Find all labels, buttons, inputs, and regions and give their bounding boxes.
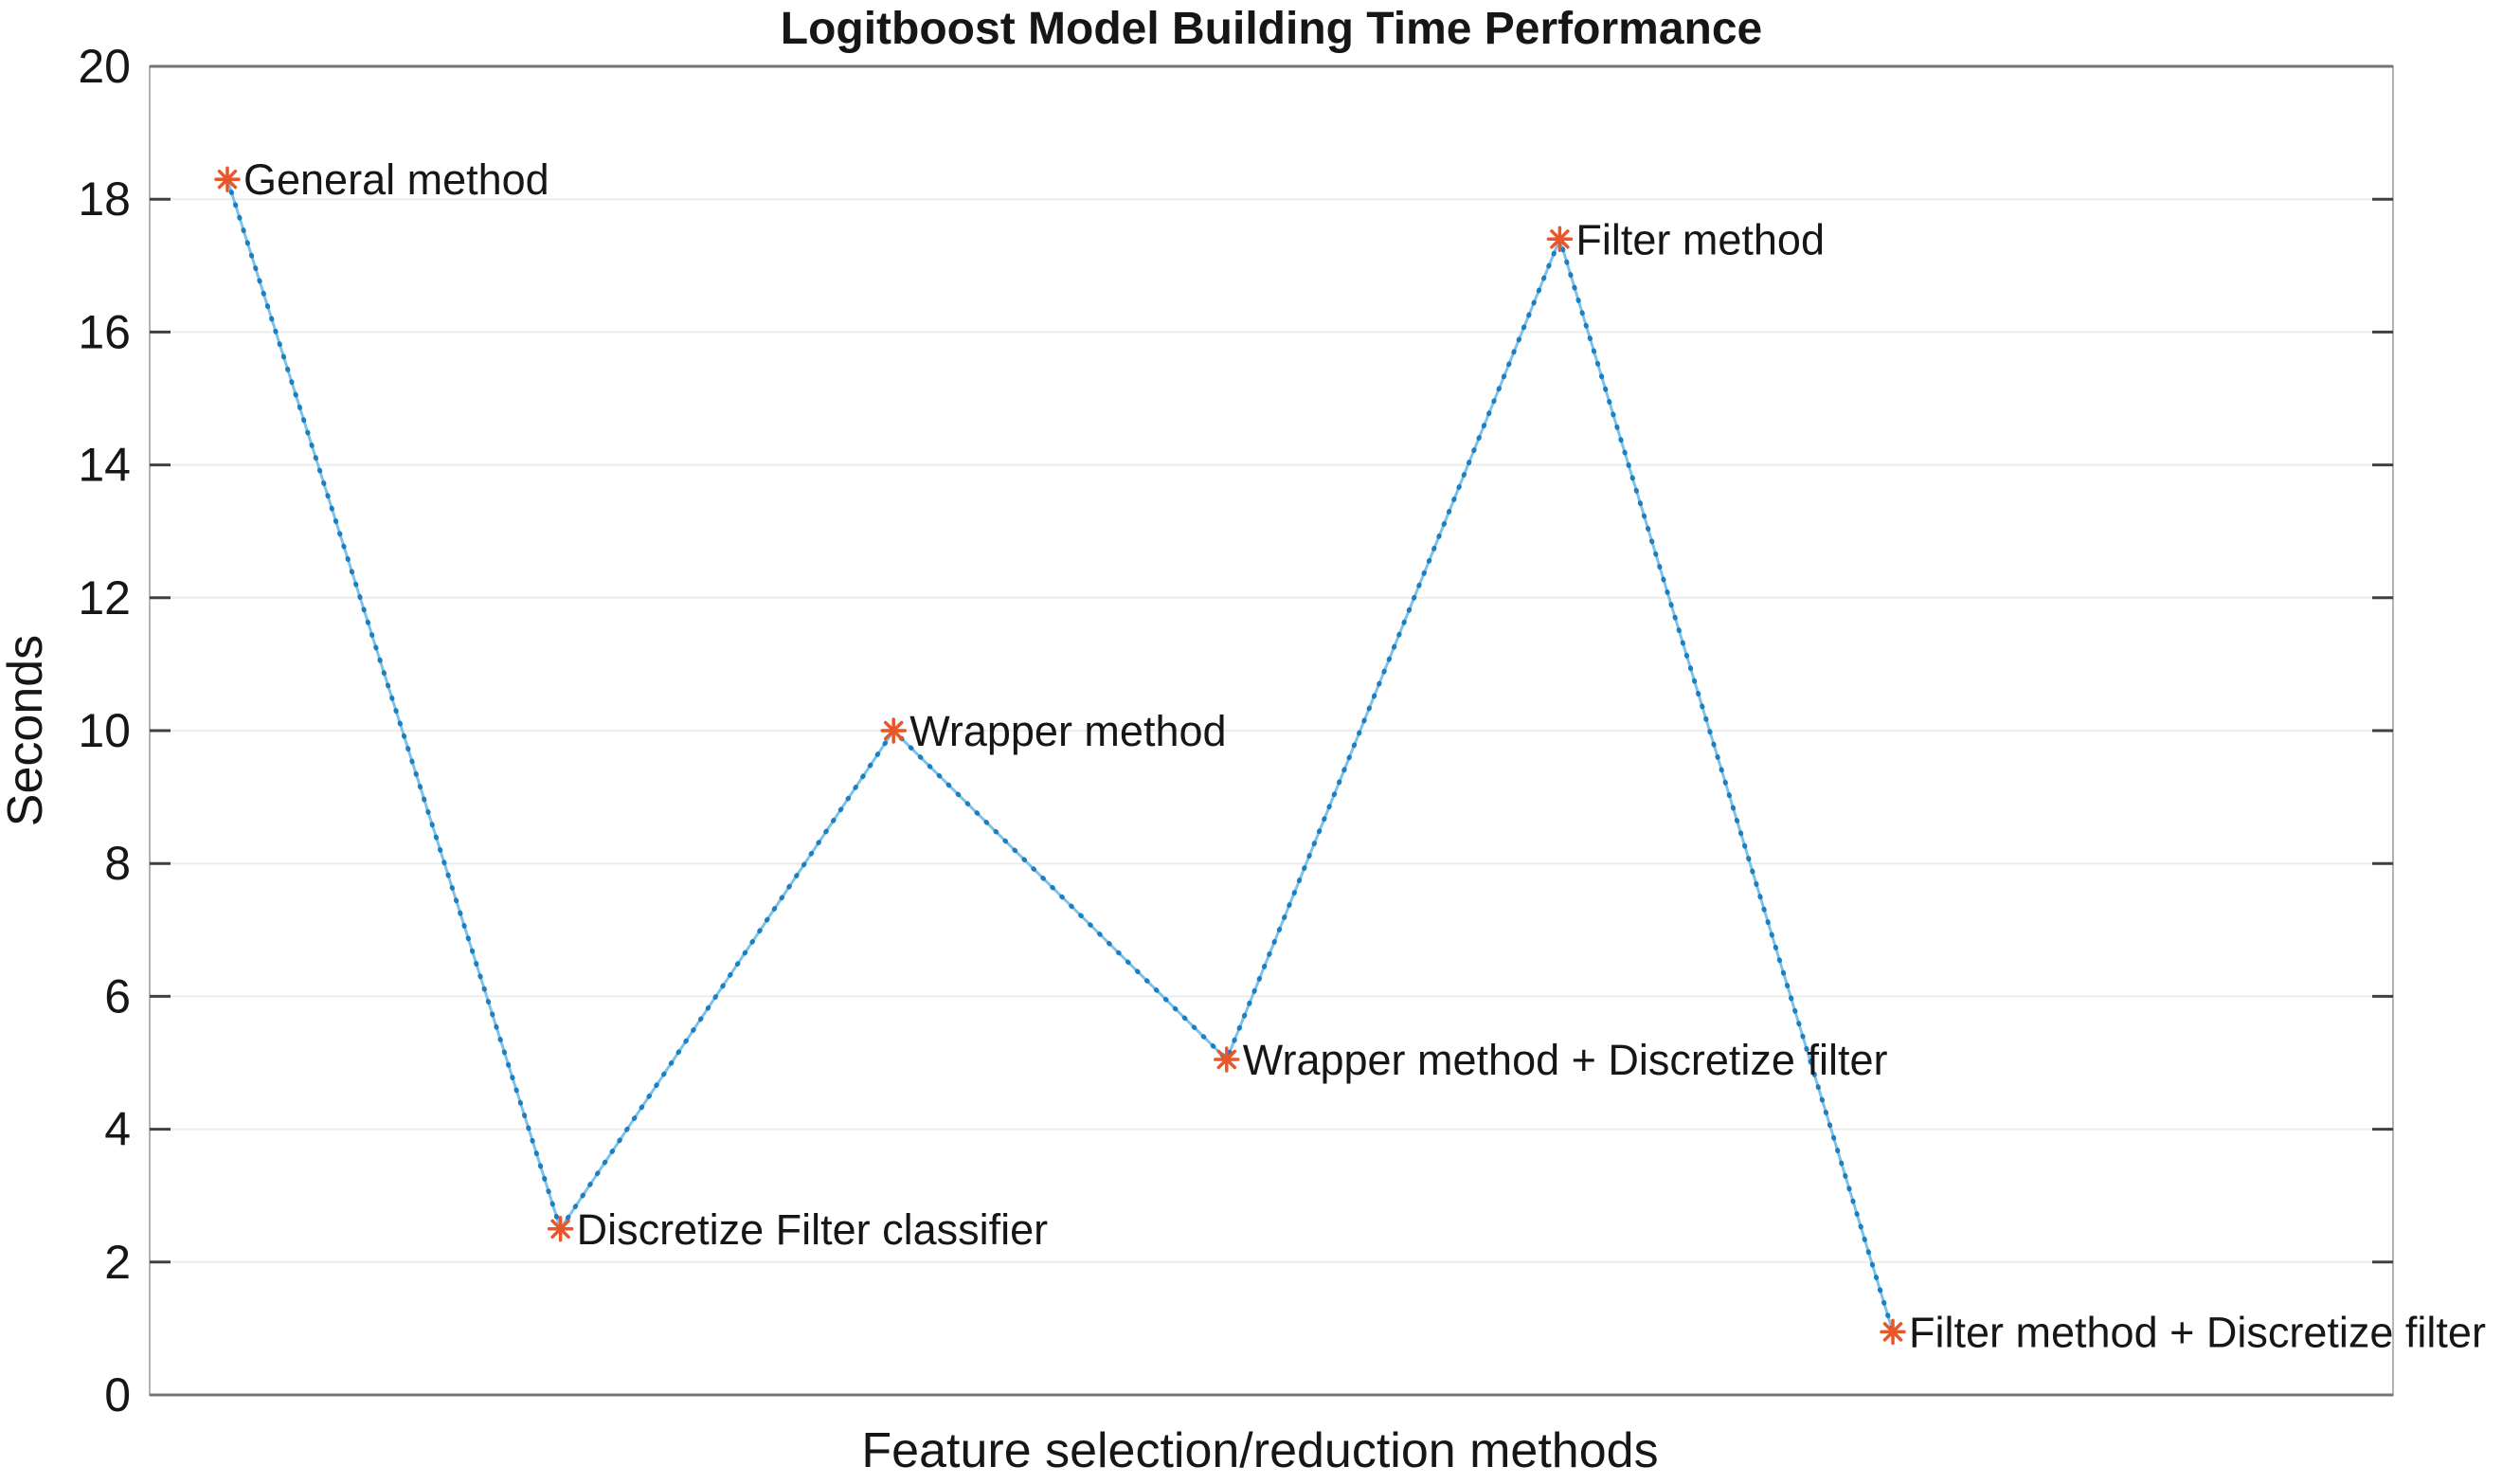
data-point-marker — [1546, 226, 1574, 253]
data-point-marker — [547, 1216, 574, 1242]
asterisk-marker-arm — [550, 1219, 570, 1240]
point-label: Wrapper method — [909, 707, 1226, 755]
y-tick-label-4: 4 — [104, 1103, 131, 1156]
point-label: Filter method + Discretize filter — [1909, 1308, 2486, 1356]
point-label: Filter method — [1575, 215, 1825, 263]
y-tick-label-16: 16 — [78, 305, 131, 358]
y-tick-label-8: 8 — [104, 837, 131, 890]
y-tick-label-12: 12 — [78, 571, 131, 624]
data-point-marker — [1214, 1046, 1240, 1073]
tick-labels-layer: 0 2 4 6 8 10 12 14 16 18 20 — [78, 40, 131, 1421]
asterisk-marker-arm — [1216, 1049, 1237, 1070]
asterisk-marker-arm — [1550, 229, 1570, 249]
y-tick-label-0: 0 — [104, 1368, 131, 1421]
y-tick-label-6: 6 — [104, 969, 131, 1023]
y-tick-label-20: 20 — [78, 40, 131, 93]
asterisk-marker-arm — [1882, 1322, 1903, 1342]
asterisk-marker-arm — [883, 720, 904, 741]
chart-title: Logitboost Model Building Time Performan… — [781, 4, 1763, 54]
ticks-layer — [150, 197, 2393, 1264]
point-label: Discretize Filter classifier — [577, 1205, 1049, 1254]
asterisk-marker-arm — [217, 169, 238, 190]
y-tick-label-18: 18 — [78, 172, 131, 226]
gridlines-layer — [150, 198, 2393, 1263]
y-axis-label: Seconds — [0, 635, 53, 826]
y-tick-label-14: 14 — [78, 439, 131, 492]
point-label: Wrapper method + Discretize filter — [1243, 1036, 1888, 1084]
x-axis-label: Feature selection/reduction methods — [861, 1423, 1658, 1478]
data-point-marker — [214, 166, 241, 192]
series-line-dots — [225, 176, 1896, 1334]
data-point-marker — [1880, 1318, 1906, 1346]
point-label: General method — [243, 155, 549, 204]
data-point-marker — [880, 717, 907, 744]
y-tick-label-2: 2 — [104, 1236, 131, 1289]
series-line-base — [225, 178, 1895, 1332]
y-tick-label-10: 10 — [78, 704, 131, 757]
